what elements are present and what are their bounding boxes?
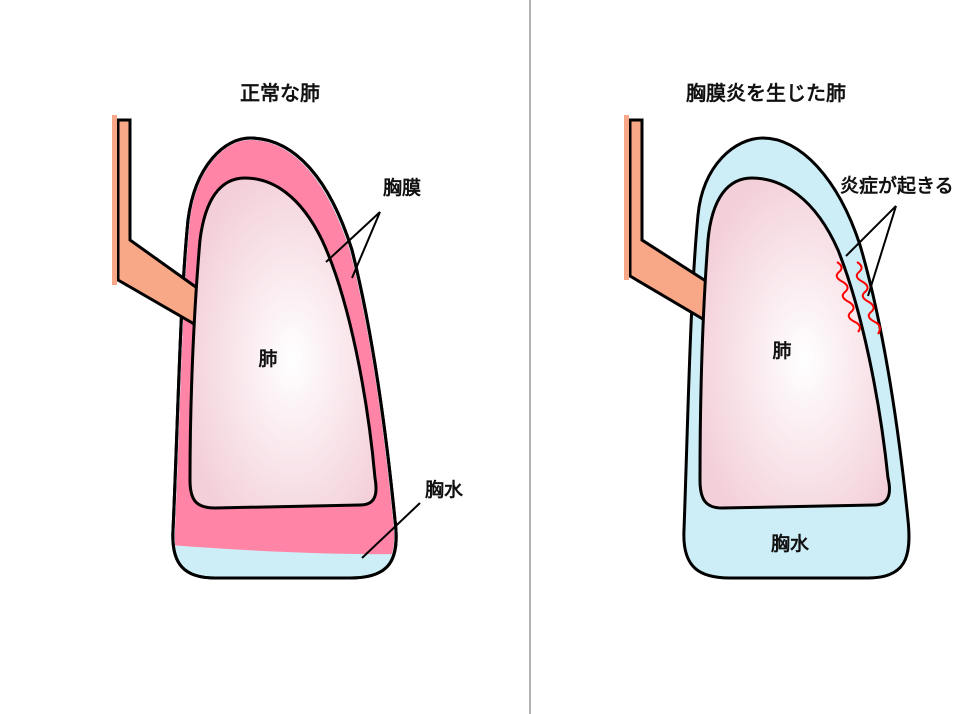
inflammation-squiggle-inner <box>835 261 861 333</box>
bronchus-edge-cover-right <box>624 115 629 280</box>
pleura-pointer <box>325 211 381 279</box>
lung <box>188 176 378 510</box>
normal-lung-title: 正常な肺 <box>240 81 320 105</box>
lung-label-normal: 肺 <box>258 348 277 370</box>
inflammation-squiggle-outer <box>855 261 881 335</box>
bronchus-edge-cover <box>112 115 117 285</box>
pleura-outline <box>171 136 398 580</box>
pleura-label: 胸膜 <box>383 176 421 199</box>
inflammation-label: 炎症が起きる <box>840 174 954 197</box>
pleurisy-lung-title: 胸膜炎を生じた肺 <box>686 81 846 105</box>
lung-right <box>698 176 891 510</box>
normal-lung-panel: 正常な肺 肺 胸膜 胸水 <box>112 81 464 580</box>
fluid-label-pleurisy: 胸水 <box>771 532 810 555</box>
fluid-pointer <box>361 502 421 559</box>
fluid-label-normal: 胸水 <box>425 478 464 501</box>
pleurisy-lung-panel: 胸膜炎を生じた肺 肺 炎症が起きる 胸水 <box>624 81 954 580</box>
lung-label-pleurisy: 肺 <box>772 340 791 362</box>
inflammation-pointer <box>845 205 897 297</box>
